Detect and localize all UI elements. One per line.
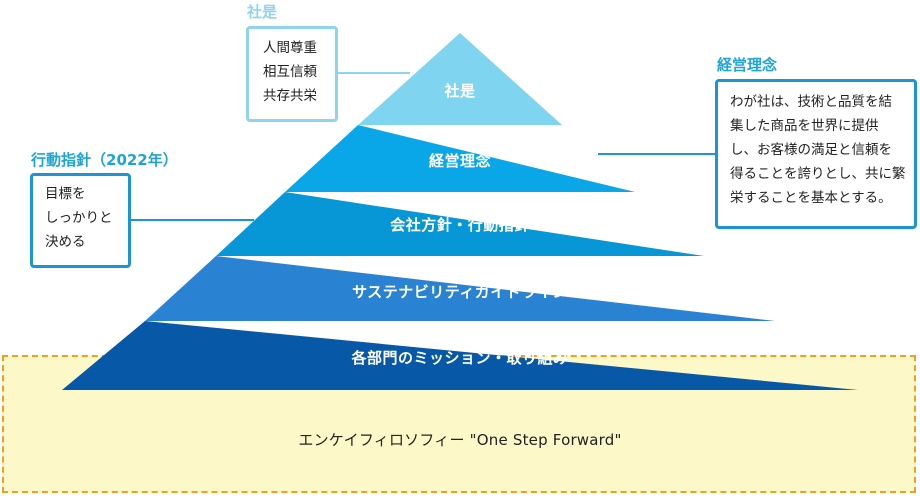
callout-line: 相互信頼 <box>263 64 317 80</box>
callout-line: 栄することを基本とする。 <box>730 190 892 206</box>
tier-label-keiei-rinen: 経営理念 <box>428 152 491 170</box>
connector-keiei <box>598 153 715 155</box>
tier-company-policy <box>216 192 704 256</box>
callout-line: し、お客様の満足と信頼を <box>730 142 892 158</box>
tier-label-shaze: 社是 <box>444 82 476 100</box>
callout-line: 決める <box>45 234 86 250</box>
callout-line: 人間尊重 <box>263 40 317 56</box>
connector-koudou <box>131 219 254 221</box>
tier-label-department-missions: 各部門のミッション・取り組み <box>351 349 569 367</box>
tier-shaze <box>358 33 562 125</box>
connector-shaze <box>338 72 410 74</box>
callout-box-keiei: わが社は、技術と品質を結 集した商品を世界に提供 し、お客様の満足と信頼を 得る… <box>715 79 917 229</box>
tier-department-missions <box>62 321 858 390</box>
tier-label-company-policy: 会社方針・行動指針 <box>390 216 530 234</box>
callout-title-shaze: 社是 <box>247 3 278 21</box>
tier-label-sustainability: サステナビリティガイドライン <box>352 283 568 301</box>
foundation-label: エンケイフィロソフィー "One Step Forward" <box>298 431 622 449</box>
callout-box-koudou: 目標を しっかりと 決める <box>30 173 131 268</box>
callout-line: 集した商品を世界に提供 <box>730 118 879 134</box>
callout-line: 目標を <box>45 186 86 202</box>
tier-sustainability <box>145 256 775 321</box>
tier-keiei-rinen <box>285 125 635 192</box>
callout-title-keiei: 経営理念 <box>717 56 778 74</box>
callout-line: 得ることを誇りとし、共に繁 <box>730 166 906 182</box>
callout-line: わが社は、技術と品質を結 <box>730 94 892 110</box>
callout-line: しっかりと <box>45 210 113 226</box>
callout-title-koudou: 行動指針（2022年） <box>31 151 178 169</box>
callout-box-shaze: 人間尊重 相互信頼 共存共栄 <box>246 26 338 122</box>
callout-line: 共存共栄 <box>263 88 317 104</box>
